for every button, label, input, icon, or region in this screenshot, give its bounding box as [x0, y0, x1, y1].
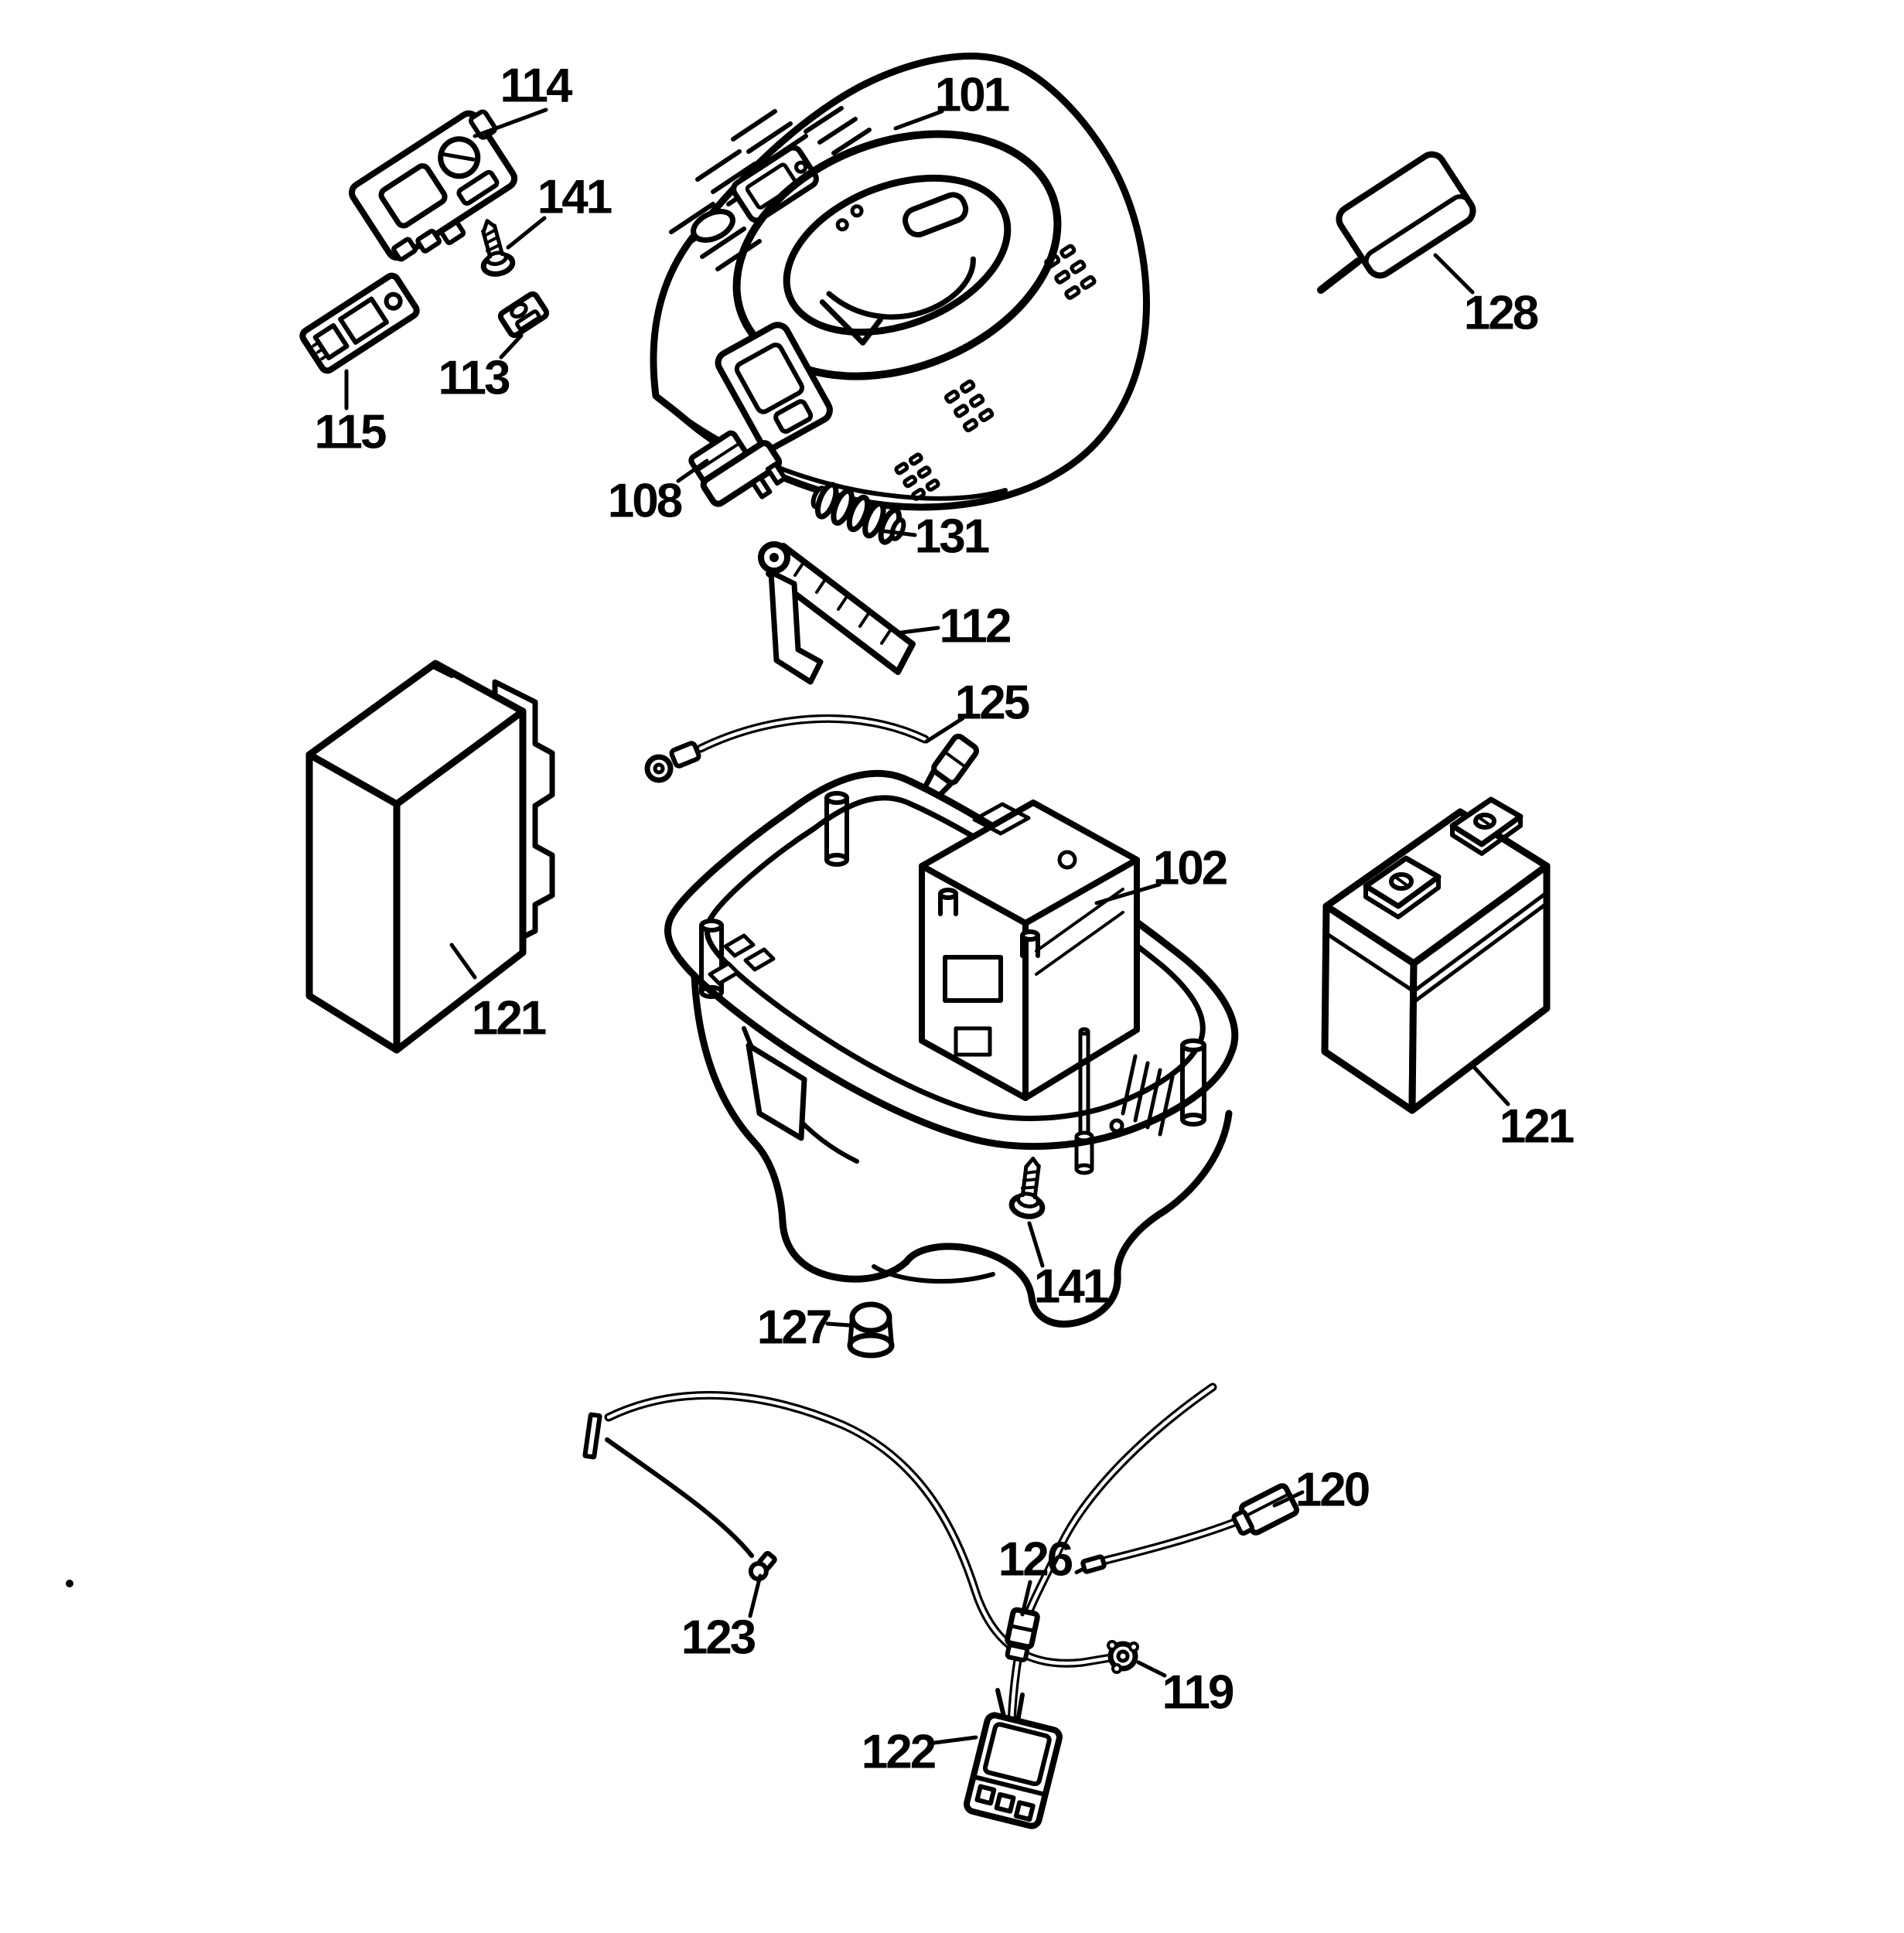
part-label-108: 108: [608, 475, 682, 528]
leader-line-112: [899, 626, 940, 635]
part-128-charger-drawing: [1317, 151, 1476, 294]
part-131-spring-drawing: [810, 482, 906, 545]
part-label-123: 123: [681, 1611, 756, 1665]
part-label-131: 131: [915, 510, 989, 564]
ribs: [1121, 1054, 1175, 1137]
leader-line-120: [1272, 1490, 1305, 1508]
leader-line-141-bottom: [1027, 1221, 1045, 1268]
leader-line-121-left: [449, 943, 477, 980]
part-126-sleeve-drawing: [1005, 1607, 1040, 1662]
part-141-screw-bottom-drawing: [1008, 1156, 1046, 1219]
leader-line-131: [876, 528, 917, 537]
leader-line-128: [1433, 253, 1475, 295]
leader-line-101: [893, 109, 944, 131]
part-label-114: 114: [500, 60, 573, 113]
leader-line-108: [676, 459, 709, 483]
part-label-120: 120: [1295, 1464, 1369, 1517]
part-label-122: 122: [862, 1726, 935, 1779]
part-120-lead-wire-drawing: [1074, 1483, 1300, 1574]
leader-line-102: [1094, 882, 1162, 905]
part-label-141-top: 141: [537, 171, 612, 224]
part-113-clip-drawing: [497, 291, 550, 339]
part-127-grommet-drawing: [847, 1301, 895, 1359]
leader-line-114: [473, 107, 548, 138]
leader-line-121-right: [1470, 1063, 1510, 1106]
part-108-switch-drawing: [688, 430, 787, 507]
part-label-127: 127: [757, 1301, 831, 1355]
part-141-screw-top-drawing: [480, 219, 516, 277]
part-label-126: 126: [998, 1533, 1073, 1587]
leader-line-126: [1020, 1580, 1032, 1617]
stray-dot: [66, 1580, 73, 1587]
part-label-112: 112: [939, 600, 1010, 653]
vent-grid-right-lower: [943, 379, 995, 433]
part-label-113: 113: [438, 352, 510, 405]
part-101-top-cover-drawing: [650, 53, 1150, 511]
part-114-switch-bracket-drawing: [348, 109, 518, 262]
leader-line-123: [748, 1573, 763, 1618]
part-125-wire-drawing: [644, 714, 979, 806]
leader-line-119: [1136, 1660, 1167, 1678]
guide-rod: [1074, 1027, 1094, 1175]
part-115-circuit-board-drawing: [299, 272, 420, 374]
part-102-base-housing-drawing: [664, 769, 1239, 1328]
leader-line-125: [924, 716, 965, 744]
latch-pocket: [715, 322, 833, 452]
part-label-101: 101: [935, 69, 1009, 122]
part-label-125: 125: [955, 677, 1029, 730]
handle-recess: [732, 130, 1062, 380]
part-119-push-nut-drawing: [1107, 1640, 1139, 1674]
harness-main-wire-drawing: [1007, 1382, 1217, 1727]
leader-line-122: [932, 1735, 978, 1745]
part-label-119: 119: [1162, 1666, 1234, 1720]
part-122-connector-drawing: [964, 1688, 1063, 1829]
vent-grid-right-upper: [1044, 244, 1097, 300]
part-121-right-battery-drawing: [1321, 796, 1551, 1114]
leader-line-113: [499, 333, 524, 360]
leader-line-127: [825, 1321, 851, 1328]
part-121-left-box-drawing: [305, 660, 555, 1054]
labels-layer: 114 141 115 113 101 128 108 131 112 125 102 121 121 1…: [314, 60, 1575, 1779]
part-label-128: 128: [1464, 287, 1538, 340]
standoff-posts: [699, 791, 1206, 1127]
part-label-121-left: 121: [472, 992, 546, 1045]
vent-grid-front: [894, 452, 940, 501]
part-label-102: 102: [1153, 842, 1227, 895]
part-112-lever-drawing: [758, 541, 916, 685]
part-label-121-right: 121: [1500, 1100, 1574, 1154]
ring-terminal: [748, 1550, 777, 1582]
part-label-141-bottom: 141: [1034, 1260, 1108, 1314]
part-label-115: 115: [314, 406, 386, 459]
leader-line-141-top: [506, 216, 547, 250]
